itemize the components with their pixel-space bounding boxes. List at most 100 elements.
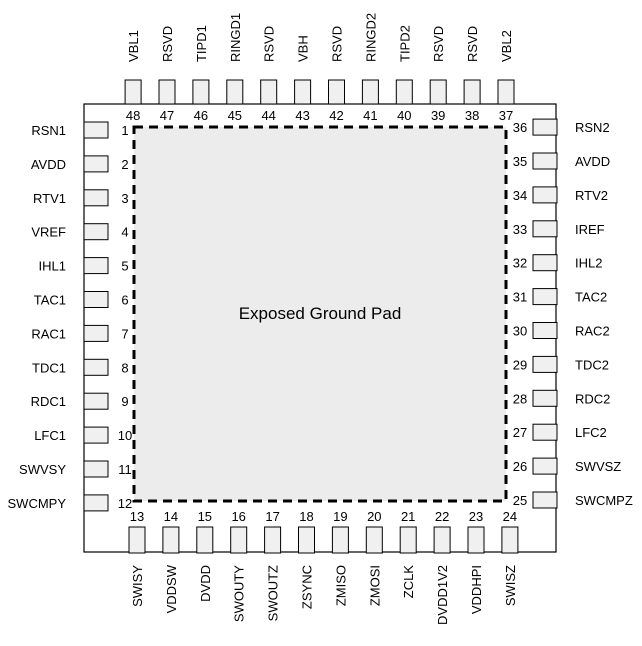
pin-pad-48 xyxy=(124,79,142,105)
pin-pad-29 xyxy=(532,355,558,373)
pin-number-24: 24 xyxy=(503,509,517,524)
pin-pad-28 xyxy=(532,389,558,407)
pin-number-7: 7 xyxy=(121,326,128,341)
pin-label-23: VDDHPI xyxy=(469,565,484,614)
pin-number-12: 12 xyxy=(118,496,132,511)
pin-pad-20 xyxy=(365,526,383,554)
pin-pad-45 xyxy=(226,79,244,105)
pin-label-35: AVDD xyxy=(575,154,610,169)
pin-pad-13 xyxy=(128,526,146,554)
pin-pad-41 xyxy=(361,79,379,105)
pin-label-46: TIPD1 xyxy=(194,25,209,62)
pin-number-36: 36 xyxy=(513,120,527,135)
pin-number-18: 18 xyxy=(299,509,313,524)
pin-number-30: 30 xyxy=(513,324,527,339)
pin-number-21: 21 xyxy=(401,509,415,524)
pin-pad-14 xyxy=(162,526,180,554)
pin-pad-2 xyxy=(83,155,109,173)
pin-pad-10 xyxy=(83,426,109,444)
pin-label-14: VDDSW xyxy=(164,564,179,613)
pin-number-28: 28 xyxy=(513,391,527,406)
pin-pad-23 xyxy=(467,526,485,554)
pin-label-19: ZMISO xyxy=(333,565,348,606)
pin-pad-22 xyxy=(433,526,451,554)
pin-pad-7 xyxy=(83,324,109,342)
pin-label-45: RINGD1 xyxy=(228,13,243,62)
pin-label-11: SWVSY xyxy=(19,462,66,477)
pin-pad-27 xyxy=(532,423,558,441)
pin-number-1: 1 xyxy=(121,123,128,138)
pin-number-43: 43 xyxy=(295,108,309,123)
pin-number-25: 25 xyxy=(513,493,527,508)
pin-number-38: 38 xyxy=(465,108,479,123)
pin-pad-12 xyxy=(83,494,109,512)
exposed-ground-pad xyxy=(132,125,508,503)
pin-number-19: 19 xyxy=(333,509,347,524)
pin-pad-38 xyxy=(463,79,481,105)
pin-pad-24 xyxy=(501,526,519,554)
pin-pad-32 xyxy=(532,254,558,272)
pin-number-35: 35 xyxy=(513,154,527,169)
pin-number-27: 27 xyxy=(513,425,527,440)
pin-label-26: SWVSZ xyxy=(575,459,621,474)
pin-label-9: RDC1 xyxy=(31,394,66,409)
pin-pad-8 xyxy=(83,358,109,376)
pin-pad-36 xyxy=(532,118,558,136)
pin-number-5: 5 xyxy=(121,259,128,274)
pin-number-40: 40 xyxy=(397,108,411,123)
pin-pad-25 xyxy=(532,491,558,509)
pin-label-33: IREF xyxy=(575,222,605,237)
pin-pad-17 xyxy=(264,526,282,554)
pin-number-42: 42 xyxy=(329,108,343,123)
pin-label-25: SWCMPZ xyxy=(575,493,633,508)
pin-number-15: 15 xyxy=(198,509,212,524)
pin-pad-42 xyxy=(328,79,345,105)
pin-pad-15 xyxy=(196,526,214,554)
pin-number-2: 2 xyxy=(121,157,128,172)
pin-number-22: 22 xyxy=(435,509,449,524)
pin-number-17: 17 xyxy=(265,509,279,524)
pin-label-8: TDC1 xyxy=(32,360,66,375)
pin-label-21: ZCLK xyxy=(401,565,416,599)
pin-pad-9 xyxy=(83,392,109,410)
pin-label-5: IHL1 xyxy=(39,259,66,274)
pin-pad-34 xyxy=(532,186,558,204)
pin-label-12: SWCMPY xyxy=(8,496,67,511)
pin-pad-37 xyxy=(497,79,515,105)
pin-label-3: RTV1 xyxy=(33,191,66,206)
pin-label-15: DVDD xyxy=(198,565,213,602)
pin-label-1: RSN1 xyxy=(31,123,66,138)
pin-label-4: VREF xyxy=(31,225,66,240)
pin-label-16: SWOUTY xyxy=(232,565,247,622)
pin-label-27: LFC2 xyxy=(575,425,607,440)
pin-label-43: VBH xyxy=(296,35,311,62)
pin-label-39: RSVD xyxy=(431,26,446,62)
pin-pad-44 xyxy=(260,79,278,105)
pin-pad-30 xyxy=(532,322,558,339)
pin-number-41: 41 xyxy=(363,108,377,123)
pin-number-11: 11 xyxy=(118,462,132,477)
pin-pad-1 xyxy=(83,121,109,139)
pin-label-34: RTV2 xyxy=(575,188,608,203)
pin-number-37: 37 xyxy=(499,108,513,123)
pin-label-32: IHL2 xyxy=(575,256,602,271)
center-label: Exposed Ground Pad xyxy=(239,304,402,323)
pin-number-4: 4 xyxy=(121,225,128,240)
pin-label-44: RSVD xyxy=(262,26,277,62)
pin-number-20: 20 xyxy=(367,509,381,524)
pin-number-45: 45 xyxy=(228,108,242,123)
pin-number-46: 46 xyxy=(194,108,208,123)
pin-label-28: RDC2 xyxy=(575,391,610,406)
pins-layer: 1RSN12AVDD3RTV14VREF5IHL16TAC17RAC18TDC1… xyxy=(8,13,633,625)
pin-number-31: 31 xyxy=(513,290,527,305)
pin-label-22: DVDD1V2 xyxy=(435,565,450,625)
pin-pad-16 xyxy=(230,526,248,554)
pin-number-10: 10 xyxy=(118,428,132,443)
pin-pad-5 xyxy=(83,257,109,275)
pin-pad-46 xyxy=(192,79,210,105)
pin-number-8: 8 xyxy=(121,360,128,375)
pin-number-14: 14 xyxy=(164,509,178,524)
pin-number-34: 34 xyxy=(513,188,527,203)
pin-label-20: ZMOSI xyxy=(367,565,382,606)
